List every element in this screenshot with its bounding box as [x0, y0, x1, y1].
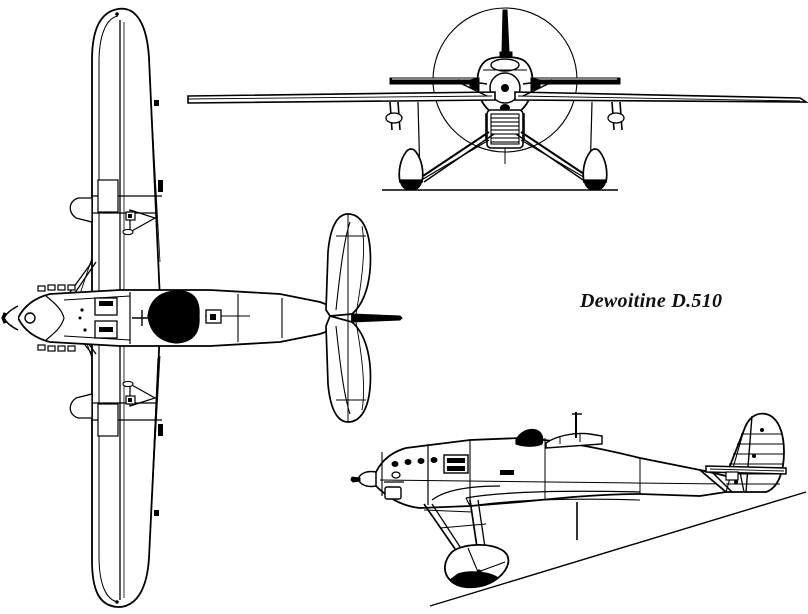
plan-lower-wing	[59, 311, 170, 608]
plan-view	[1, 7, 403, 608]
plan-fuselage	[1, 284, 353, 352]
plan-upper-wing	[59, 7, 170, 319]
front-view	[187, 7, 808, 191]
plan-tailplane	[325, 213, 403, 423]
drawing-caption: Dewoitine D.510	[580, 290, 723, 312]
side-view-ground-line	[429, 491, 807, 607]
side-view	[350, 412, 807, 607]
